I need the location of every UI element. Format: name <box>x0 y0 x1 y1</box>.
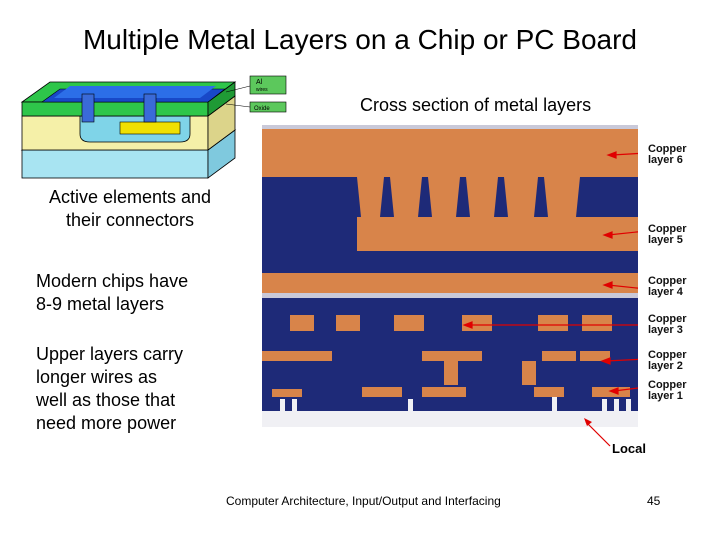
legend-wires: wires <box>256 87 268 93</box>
bullet-modern-chips: Modern chips have 8-9 metal layers <box>36 270 188 316</box>
page-number: 45 <box>647 494 660 508</box>
slide-title: Multiple Metal Layers on a Chip or PC Bo… <box>0 24 720 56</box>
label-copper-layer-1: Copper layer 1 <box>648 380 687 402</box>
copper-layer-5 <box>357 217 638 251</box>
copper-layer-4 <box>262 273 638 293</box>
footer-text: Computer Architecture, Input/Output and … <box>226 494 501 508</box>
legend-al: Al <box>256 79 263 86</box>
bullet-upper-layers: Upper layers carry longer wires as well … <box>36 343 183 435</box>
bullet-active-elements: Active elements and their connectors <box>30 186 230 232</box>
label-copper-layer-4: Copper layer 4 <box>648 276 687 298</box>
chip-diagram: Al wires Oxide <box>20 74 290 184</box>
label-local: Local <box>612 441 646 456</box>
label-copper-layer-6: Copper layer 6 <box>648 144 687 166</box>
label-copper-layer-3: Copper layer 3 <box>648 314 687 336</box>
label-copper-layer-2: Copper layer 2 <box>648 350 687 372</box>
cross-section-label: Cross section of metal layers <box>360 95 591 116</box>
label-copper-layer-5: Copper layer 5 <box>648 224 687 246</box>
legend-oxide: Oxide <box>254 106 270 112</box>
copper-layer-6 <box>262 129 638 177</box>
metal-layers-micrograph <box>262 125 638 427</box>
